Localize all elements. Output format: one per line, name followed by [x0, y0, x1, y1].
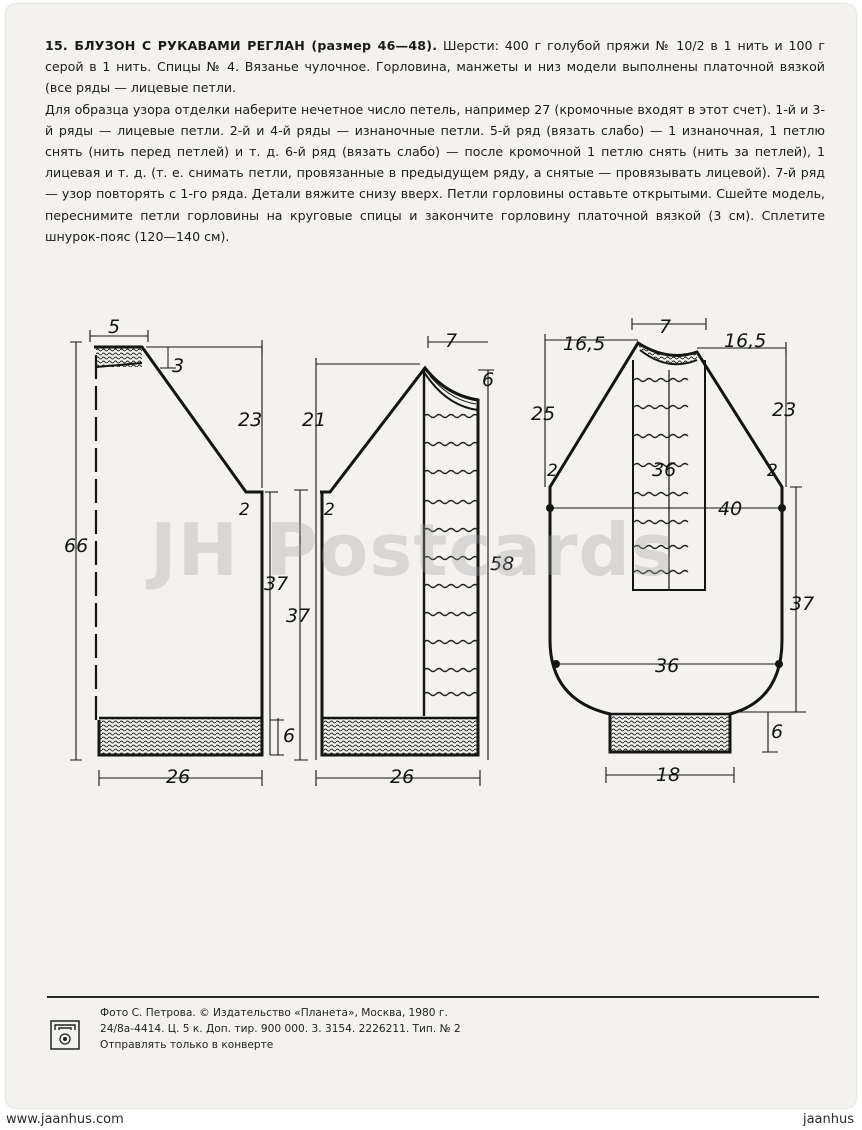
- sleeve-top-middle: 7: [659, 316, 671, 338]
- credits-line-3: Отправлять только в конверте: [100, 1039, 274, 1051]
- footer-site-url[interactable]: www.jaanhus.com: [6, 1112, 124, 1127]
- back-hem-height: 6: [283, 725, 295, 747]
- pattern-description: 15. БЛУЗОН С РУКАВАМИ РЕГЛАН (размер 46—…: [45, 35, 825, 247]
- pattern-title: 15. БЛУЗОН С РУКАВАМИ РЕГЛАН (размер 46—…: [45, 38, 438, 53]
- footer-brand: jaanhus: [802, 1112, 854, 1127]
- front-side-mark: 2: [324, 500, 335, 520]
- back-piece: [70, 330, 284, 786]
- sleeve-cuff-width: 18: [656, 764, 680, 786]
- front-raglan-length: 21: [302, 409, 326, 431]
- sleeve-mark-left: 2: [547, 461, 558, 481]
- sleeve-piece: [544, 318, 806, 783]
- back-side-length: 37: [264, 573, 288, 595]
- back-total-length: 66: [64, 535, 88, 557]
- front-neck-depth: 6: [482, 369, 494, 391]
- sleeve-length: 37: [790, 593, 814, 615]
- sleeve-mark-right: 2: [767, 461, 778, 481]
- front-side-length: 37: [286, 605, 310, 627]
- sleeve-raglan-left: 25: [531, 403, 555, 425]
- description-first-paragraph: 15. БЛУЗОН С РУКАВАМИ РЕГЛАН (размер 46—…: [45, 35, 825, 99]
- sleeve-width: 40: [718, 498, 742, 520]
- sleeve-inner-band: 36: [652, 459, 676, 481]
- publication-credits: Фото С. Петрова. © Издательство «Планета…: [100, 1005, 461, 1053]
- back-neck-depth: 3: [172, 355, 184, 377]
- instructions-text: Для образца узора отделки наберите нечет…: [45, 101, 825, 244]
- credits-line-1: Фото С. Петрова. © Издательство «Планета…: [100, 1007, 448, 1019]
- back-raglan-length: 23: [238, 409, 262, 431]
- front-placket-length: 58: [490, 553, 514, 575]
- credits-line-2: 24/8а-4414. Ц. 5 к. Доп. тир. 900 000. 3…: [100, 1023, 461, 1035]
- back-width: 26: [166, 766, 190, 788]
- back-side-mark: 2: [239, 500, 250, 520]
- front-width: 26: [390, 766, 414, 788]
- watermark: JH Postcards: [150, 508, 675, 592]
- postcard: [6, 4, 856, 1108]
- front-neck-width: 7: [445, 330, 457, 352]
- credits-divider: [47, 996, 819, 998]
- back-neck-width: 5: [108, 316, 120, 338]
- sleeve-cuff-height: 6: [771, 721, 783, 743]
- sleeve-top-left: 16,5: [563, 333, 605, 355]
- publisher-logo-icon: [50, 1020, 80, 1050]
- sleeve-raglan-right: 23: [772, 399, 796, 421]
- pattern-diagram: 5 3 23 66 2 37 6 26: [64, 316, 814, 788]
- footer-bar: [0, 1110, 862, 1130]
- materials-text: Шерсти: 400 г голубой пряжи № 10/2 в 1 н…: [45, 38, 826, 96]
- front-piece: [294, 336, 494, 786]
- sleeve-lower-width: 36: [655, 655, 679, 677]
- sleeve-top-right: 16,5: [724, 330, 766, 352]
